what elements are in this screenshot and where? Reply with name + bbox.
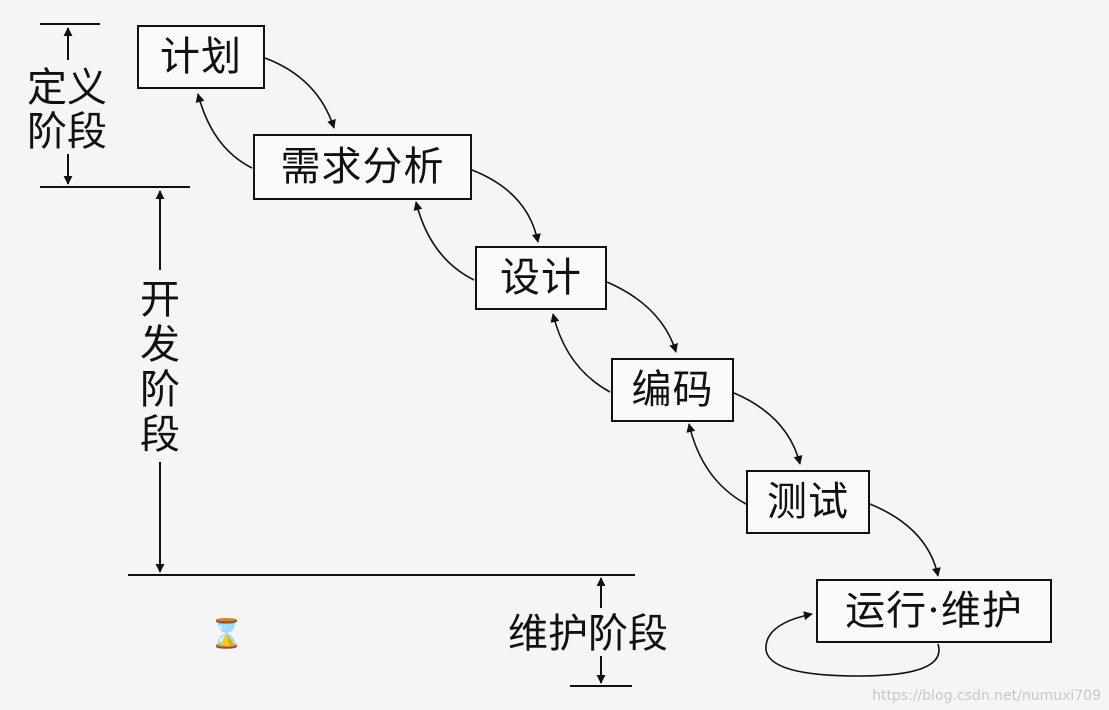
development-phase-char4: 段 — [140, 412, 180, 458]
flow-arrow-plan-requirements — [264, 57, 336, 129]
stage-design-label: 设计 — [500, 255, 582, 301]
stage-plan-box: 计划 — [137, 25, 265, 89]
flow-arrow-coding-testing — [733, 392, 803, 465]
flow-arrow-testing-operation — [869, 503, 941, 577]
feedback-arrow-design-requirements — [413, 201, 475, 281]
watermark-text: https://blog.csdn.net/numuxi709 — [872, 688, 1101, 704]
stage-requirements-label: 需求分析 — [280, 144, 445, 190]
stage-coding-label: 编码 — [631, 367, 714, 413]
stage-design-box: 设计 — [475, 246, 607, 310]
stage-testing-box: 测试 — [746, 470, 870, 534]
maintenance-phase-label: 维护阶段 — [508, 611, 668, 657]
feedback-arrow-requirements-plan — [195, 93, 253, 169]
feedback-arrow-testing-coding — [686, 423, 747, 505]
stage-operation-box: 运行·维护 — [816, 579, 1052, 643]
development-phase-char2: 发 — [140, 322, 180, 368]
flow-arrow-requirements-design — [471, 169, 541, 243]
stage-testing-label: 测试 — [767, 479, 849, 525]
definition-phase-label: 定义 阶段 — [22, 66, 112, 154]
definition-phase-line2: 阶段 — [27, 109, 107, 155]
stage-operation-label: 运行·维护 — [845, 588, 1023, 634]
definition-phase-line1: 定义 — [27, 65, 107, 111]
flow-arrow-design-coding — [606, 281, 678, 353]
stage-requirements-box: 需求分析 — [253, 134, 472, 200]
development-phase-char1: 开 — [140, 277, 180, 323]
hourglass-icon: ⌛ — [209, 617, 244, 650]
development-phase-label: 开 发 阶 段 — [136, 278, 184, 458]
feedback-arrow-coding-design — [550, 313, 611, 393]
development-phase-char3: 阶 — [140, 367, 180, 413]
stage-plan-label: 计划 — [160, 34, 242, 80]
stage-coding-box: 编码 — [611, 358, 734, 422]
maintenance-self-loop-arrow — [765, 611, 940, 677]
